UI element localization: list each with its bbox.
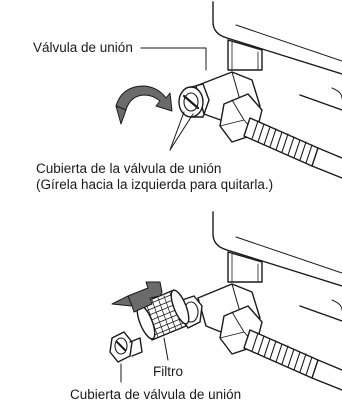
appliance-body-2 xyxy=(212,211,342,322)
valve-cover-instruction: (Gírela hacia la izquierda para quitarla… xyxy=(36,177,274,192)
valve-cover-label: Cubierta de la válvula de unión xyxy=(36,161,222,176)
appliance-body xyxy=(212,1,342,111)
cover-leader-lines xyxy=(169,111,194,151)
bottom-valve-diagram xyxy=(109,211,342,391)
removed-cover-label: Cubierta de válvula de unión xyxy=(70,387,242,402)
top-valve-diagram xyxy=(115,1,342,179)
ribbed-hose-2 xyxy=(243,329,342,391)
vertical-pipe-2 xyxy=(227,251,263,283)
pull-out-arrow-icon xyxy=(111,281,163,313)
valve-leader-line xyxy=(140,47,207,71)
ribbed-hose xyxy=(243,117,342,179)
filter-leader-line xyxy=(163,337,169,361)
filter-label: Filtro xyxy=(153,364,183,379)
union-valve-cover xyxy=(178,83,210,118)
rotate-left-arrow-icon xyxy=(115,85,173,125)
vertical-pipe xyxy=(227,39,263,71)
removed-valve-cover xyxy=(109,331,143,363)
valve-label: Válvula de unión xyxy=(33,40,133,55)
union-valve-body-open xyxy=(179,283,263,355)
